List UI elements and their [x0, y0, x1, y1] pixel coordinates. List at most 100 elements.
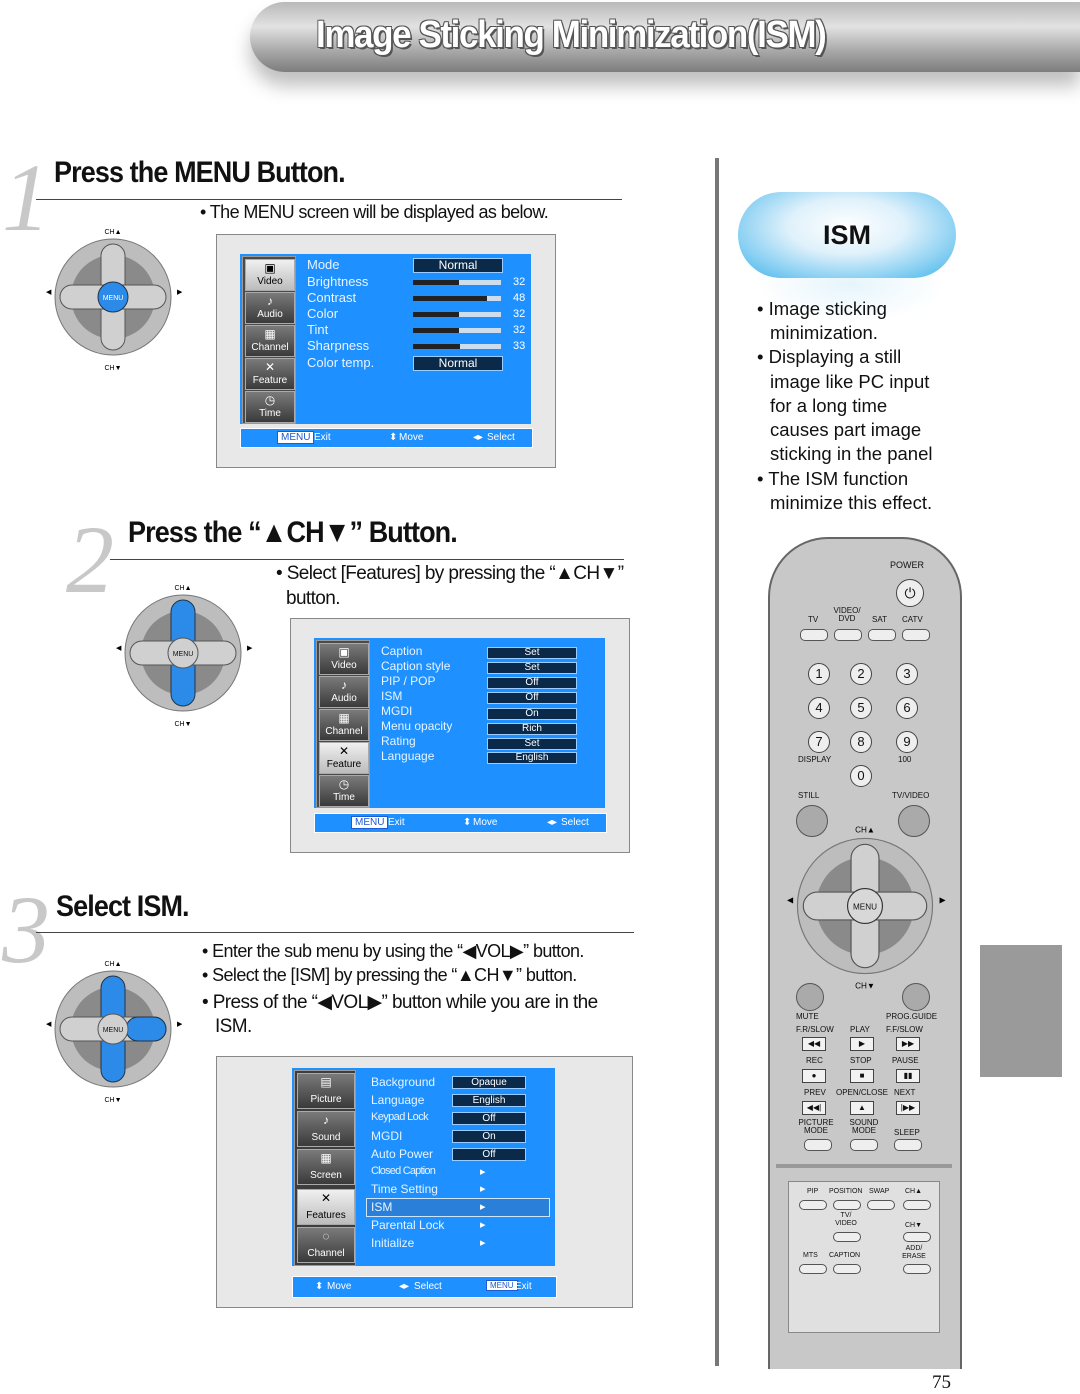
menu-row-label: MGDI — [381, 704, 413, 718]
menu-row-value[interactable]: On — [487, 708, 577, 720]
menu-row-value[interactable]: Normal — [413, 258, 503, 273]
menu-row-value[interactable]: Rich — [487, 723, 577, 735]
sharpness-slider[interactable] — [413, 344, 501, 349]
digit-button[interactable]: 3 — [896, 663, 918, 685]
tab-time[interactable]: ◷Time — [319, 775, 369, 807]
power-button[interactable]: ⏻ — [896, 579, 924, 607]
chevron-right-icon: ▸ — [480, 1237, 486, 1249]
contrast-slider[interactable] — [413, 296, 501, 301]
tab-features[interactable]: ✕Features — [297, 1189, 355, 1225]
catv-button[interactable] — [902, 629, 930, 641]
menu-row-value[interactable]: English — [487, 752, 577, 764]
tab-audio[interactable]: ♪Audio — [245, 292, 295, 324]
sound-mode-button[interactable] — [850, 1139, 878, 1151]
digit-button[interactable]: 7 — [808, 731, 830, 753]
digit-button[interactable]: 2 — [850, 663, 872, 685]
tab-audio[interactable]: ♪Audio — [319, 676, 369, 708]
digit-button[interactable]: 5 — [850, 697, 872, 719]
menu-row-value[interactable]: Set — [487, 738, 577, 750]
sidebar-line: • The ISM function — [757, 468, 909, 489]
svg-text:▶: ▶ — [177, 1021, 183, 1028]
menu-row-label: ISM — [381, 689, 403, 703]
mute-button[interactable] — [796, 983, 824, 1011]
next-button[interactable]: |▶▶ — [896, 1101, 920, 1115]
sat-button[interactable] — [868, 629, 896, 641]
rec-button[interactable]: ● — [802, 1069, 826, 1083]
video-dvd-button[interactable] — [834, 629, 862, 641]
play-button[interactable]: ▶ — [850, 1037, 874, 1051]
tab-feature[interactable]: ✕Feature — [245, 358, 295, 390]
sleep-label: SLEEP — [894, 1128, 920, 1137]
prog-guide-button[interactable] — [902, 983, 930, 1011]
add-erase-label: ADD/ ERASE — [902, 1245, 926, 1260]
digit-button[interactable]: 8 — [850, 731, 872, 753]
svg-text:MENU: MENU — [853, 902, 877, 911]
tab-picture[interactable]: ▤Picture — [297, 1073, 355, 1109]
digit-button[interactable]: 9 — [896, 731, 918, 753]
svg-text:▶: ▶ — [247, 645, 253, 652]
menu-row-value[interactable]: English — [452, 1094, 526, 1107]
pause-button[interactable]: ▮▮ — [896, 1069, 920, 1083]
still-button[interactable] — [796, 805, 828, 837]
stop-button[interactable]: ■ — [850, 1069, 874, 1083]
pip-ch-down-button[interactable] — [903, 1232, 931, 1242]
transport-label: REC — [806, 1056, 823, 1065]
mute-label: MUTE — [796, 1012, 819, 1021]
digit-button[interactable]: 4 — [808, 697, 830, 719]
step-bullet: • The MENU screen will be displayed as b… — [200, 202, 549, 222]
sleep-button[interactable] — [894, 1139, 922, 1151]
tab-time[interactable]: ◷Time — [245, 391, 295, 423]
remote-pad-icon: MENU CH▲ CH▼ ◀ ▶ — [787, 826, 947, 991]
menu-row-value[interactable]: Off — [452, 1112, 526, 1125]
menu-row-value[interactable]: Set — [487, 647, 577, 659]
tab-screen[interactable]: ▦Screen — [297, 1149, 355, 1185]
menu-row-value: 32 — [513, 276, 526, 288]
pip-ch-up-button[interactable] — [903, 1200, 931, 1210]
position-button[interactable] — [833, 1200, 861, 1210]
menu-row-label: Brightness — [307, 274, 369, 289]
svg-text:MENU: MENU — [103, 1027, 124, 1034]
menu-row-value: 48 — [513, 292, 526, 304]
caption-button[interactable] — [833, 1264, 861, 1274]
tab-channel[interactable]: ▦Channel — [319, 709, 369, 741]
osd-menu: ▤Picture ♪Sound ▦Screen ✕Features ◌Chann… — [292, 1068, 555, 1266]
add-erase-button[interactable] — [903, 1264, 931, 1274]
prev-button[interactable]: ◀◀| — [802, 1101, 826, 1115]
color-slider[interactable] — [413, 312, 501, 317]
menu-row-value[interactable]: Off — [452, 1148, 526, 1161]
swap-button[interactable] — [867, 1200, 895, 1210]
page-number: 75 — [932, 1372, 951, 1393]
source-label: CATV — [902, 615, 923, 624]
pip-button[interactable] — [799, 1200, 827, 1210]
mts-button[interactable] — [799, 1264, 827, 1274]
tab-video[interactable]: ▣Video — [319, 643, 369, 675]
rewind-button[interactable]: ◀◀ — [802, 1037, 826, 1051]
tv-video-small-label: TV/ VIDEO — [835, 1212, 857, 1227]
tv-video-button[interactable] — [898, 805, 930, 837]
tab-video[interactable]: ▣Video — [245, 259, 295, 291]
menu-row-value[interactable]: Off — [487, 692, 577, 704]
picture-mode-button[interactable] — [804, 1139, 832, 1151]
digit-button[interactable]: 0 — [850, 765, 872, 787]
tab-channel[interactable]: ◌Channel — [297, 1227, 355, 1263]
leftright-icon: ◂▸ — [399, 1281, 410, 1292]
pip-tv-video-button[interactable] — [833, 1232, 861, 1242]
menu-row-value[interactable]: Set — [487, 662, 577, 674]
tab-sound[interactable]: ♪Sound — [297, 1111, 355, 1147]
tab-feature[interactable]: ✕Feature — [319, 742, 369, 774]
still-label: STILL — [798, 791, 820, 800]
brightness-slider[interactable] — [413, 280, 501, 285]
fast-forward-button[interactable]: ▶▶ — [896, 1037, 920, 1051]
digit-button[interactable]: 1 — [808, 663, 830, 685]
tab-channel[interactable]: ▦Channel — [245, 325, 295, 357]
tint-slider[interactable] — [413, 328, 501, 333]
tv-button[interactable] — [800, 629, 828, 641]
menu-row-value[interactable]: Off — [487, 677, 577, 689]
selected-row-highlight[interactable] — [366, 1198, 550, 1217]
menu-row-value[interactable]: Opaque — [452, 1076, 526, 1089]
menu-row-value[interactable]: On — [452, 1130, 526, 1143]
menu-row-value[interactable]: Normal — [413, 356, 503, 371]
digit-button[interactable]: 6 — [896, 697, 918, 719]
open-close-button[interactable]: ▲ — [850, 1101, 874, 1115]
menu-row-label: Closed Caption — [371, 1165, 436, 1177]
